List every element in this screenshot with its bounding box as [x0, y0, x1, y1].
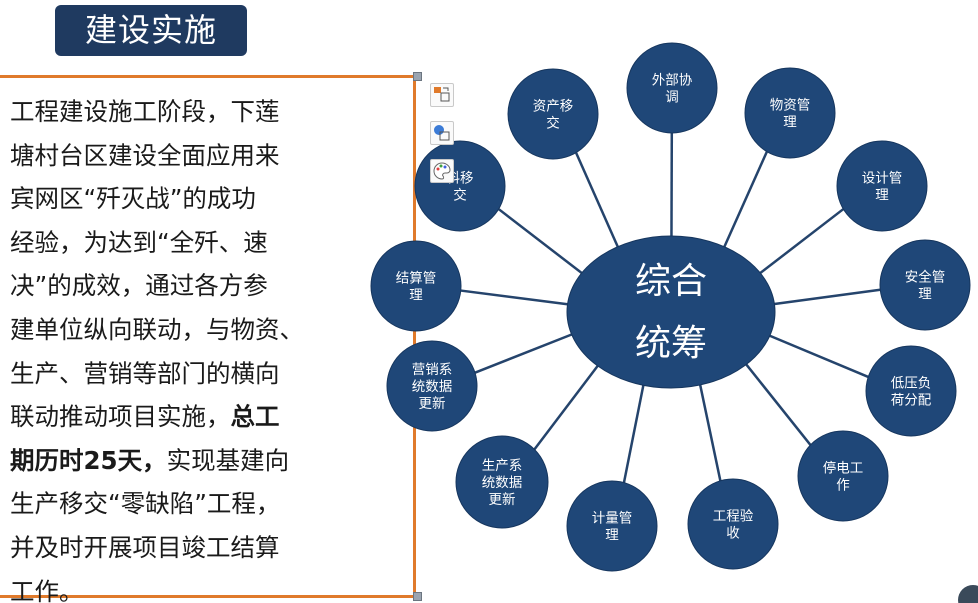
- desc-line-12: 工作。: [10, 576, 84, 603]
- spoke-diya: [769, 334, 869, 379]
- desc-bold-2: 期历时25天，: [10, 445, 167, 475]
- spoke-wuzi: [723, 151, 769, 248]
- shape-icon[interactable]: [430, 121, 454, 145]
- spoke-zichan: [574, 152, 619, 248]
- spoke-jiliang: [622, 385, 645, 483]
- node-label-sheji-0: 设计管: [862, 171, 903, 187]
- node-label-shengchan-0: 生产系: [482, 458, 523, 474]
- node-label-jiliang-1: 理: [605, 528, 619, 544]
- spoke-anquan: [774, 288, 881, 306]
- desc-line-10: 生产移交“零缺陷”工程，: [10, 489, 281, 519]
- desc-line-6: 建单位纵向联动，与物资、: [10, 314, 304, 344]
- node-circle-tingdian: [797, 430, 889, 522]
- node-ziliao[interactable]: 料移交: [414, 140, 506, 232]
- description-textbox[interactable]: 工程建设施工阶段，下莲 塘村台区建设全面应用来 宾网区“歼灭战”的成功 经验，为…: [0, 75, 416, 603]
- node-label-anquan-1: 理: [918, 287, 932, 303]
- desc-after-bold: 实现基建向: [166, 445, 290, 475]
- node-circle-yanshou: [687, 478, 779, 570]
- resize-handle-top-right[interactable]: [413, 72, 422, 81]
- desc-line-2: 塘村台区建设全面应用来: [10, 140, 280, 170]
- corner-button[interactable]: [958, 585, 978, 603]
- node-circle-diya: [865, 345, 957, 437]
- node-label-diya-0: 低压负: [891, 376, 932, 392]
- node-label-jiesuan-1: 理: [409, 288, 423, 304]
- node-label-diya-1: 荷分配: [891, 393, 932, 409]
- desc-line-8: 联动推动项目实施，: [10, 402, 231, 432]
- node-label-yingxiao-0: 营销系: [412, 362, 453, 378]
- node-label-shengchan-1: 统数据: [482, 475, 523, 491]
- spoke-shengchan: [533, 365, 599, 451]
- node-label-anquan-0: 安全管: [905, 269, 946, 286]
- node-label-yanshou-1: 收: [726, 526, 740, 542]
- node-label-wuzi-0: 物资管: [770, 98, 811, 114]
- center-label-2: 统筹: [635, 323, 707, 364]
- node-label-yingxiao-2: 更新: [419, 396, 446, 412]
- node-label-tingdian-1: 作: [836, 478, 850, 494]
- node-circle-waibu: [626, 42, 718, 134]
- desc-line-1: 工程建设施工阶段，下莲: [10, 97, 280, 126]
- desc-line-11: 并及时开展项目竣工结算: [10, 532, 280, 562]
- node-label-yingxiao-1: 统数据: [412, 379, 453, 395]
- palette-icon[interactable]: [430, 159, 454, 183]
- node-label-zichan-0: 资产移: [533, 99, 574, 115]
- node-circle-jiliang: [566, 480, 658, 572]
- node-label-zichan-1: 交: [546, 115, 560, 132]
- node-circle-yingxiao: [386, 340, 478, 432]
- node-label-sheji-1: 理: [875, 188, 889, 204]
- center-label-1: 综合: [635, 261, 707, 302]
- node-label-jiliang-0: 计量管: [592, 511, 633, 527]
- spoke-ziliao: [497, 208, 583, 275]
- spoke-jiesuan: [460, 289, 568, 306]
- resize-handle-bottom-right[interactable]: [413, 592, 422, 601]
- node-circle-jiesuan: [370, 240, 462, 332]
- node-label-waibu-1: 调: [665, 90, 679, 106]
- spoke-yingxiao: [474, 333, 573, 374]
- desc-line-3: 宾网区“歼灭战”的成功: [10, 184, 256, 214]
- spoke-yanshou: [698, 384, 722, 482]
- node-circle-sheji: [836, 140, 928, 232]
- desc-line-7: 生产、营销等部门的横向: [10, 358, 280, 388]
- node-label-ziliao-1: 交: [453, 187, 467, 204]
- desc-line-4: 经验，为达到“全歼、速: [10, 227, 268, 257]
- node-label-jiesuan-0: 结算管: [396, 271, 437, 287]
- node-circle-zichan: [507, 68, 599, 160]
- diagram-spokes: [460, 132, 881, 483]
- spoke-sheji: [759, 208, 845, 275]
- node-label-shengchan-2: 更新: [489, 492, 516, 508]
- node-label-waibu-0: 外部协: [652, 73, 693, 89]
- node-label-wuzi-1: 理: [783, 115, 797, 131]
- node-circle-anquan: [879, 239, 971, 331]
- spoke-tingdian: [745, 363, 812, 446]
- node-label-tingdian-0: 停电工: [823, 460, 864, 477]
- desc-bold-1: 总工: [230, 402, 280, 432]
- node-circle-shengchan: [455, 435, 549, 529]
- desc-line-5: 决”的成效，通过各方参: [10, 271, 268, 301]
- node-circle-wuzi: [744, 67, 836, 159]
- node-label-yanshou-0: 工程验: [713, 509, 754, 525]
- layout-options-icon[interactable]: [430, 83, 454, 107]
- diagram-nodes: 外部协调物资管理设计管理安全管理低压负荷分配停电工作工程验收计量管理生产系统数据…: [370, 42, 971, 572]
- page-title: 建设实施: [55, 5, 247, 56]
- center-node[interactable]: 综合 统筹: [566, 235, 776, 389]
